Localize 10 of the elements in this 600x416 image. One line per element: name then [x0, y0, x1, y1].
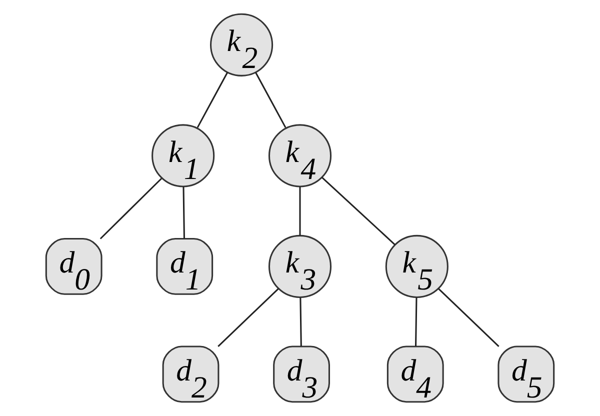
connector — [255, 72, 286, 128]
connector — [321, 176, 396, 246]
connector — [300, 298, 302, 346]
connector — [196, 72, 228, 128]
connector — [438, 288, 500, 347]
connector — [218, 288, 279, 347]
connector — [415, 298, 418, 346]
connector — [182, 186, 185, 238]
connector — [100, 178, 162, 240]
connector — [299, 186, 301, 236]
